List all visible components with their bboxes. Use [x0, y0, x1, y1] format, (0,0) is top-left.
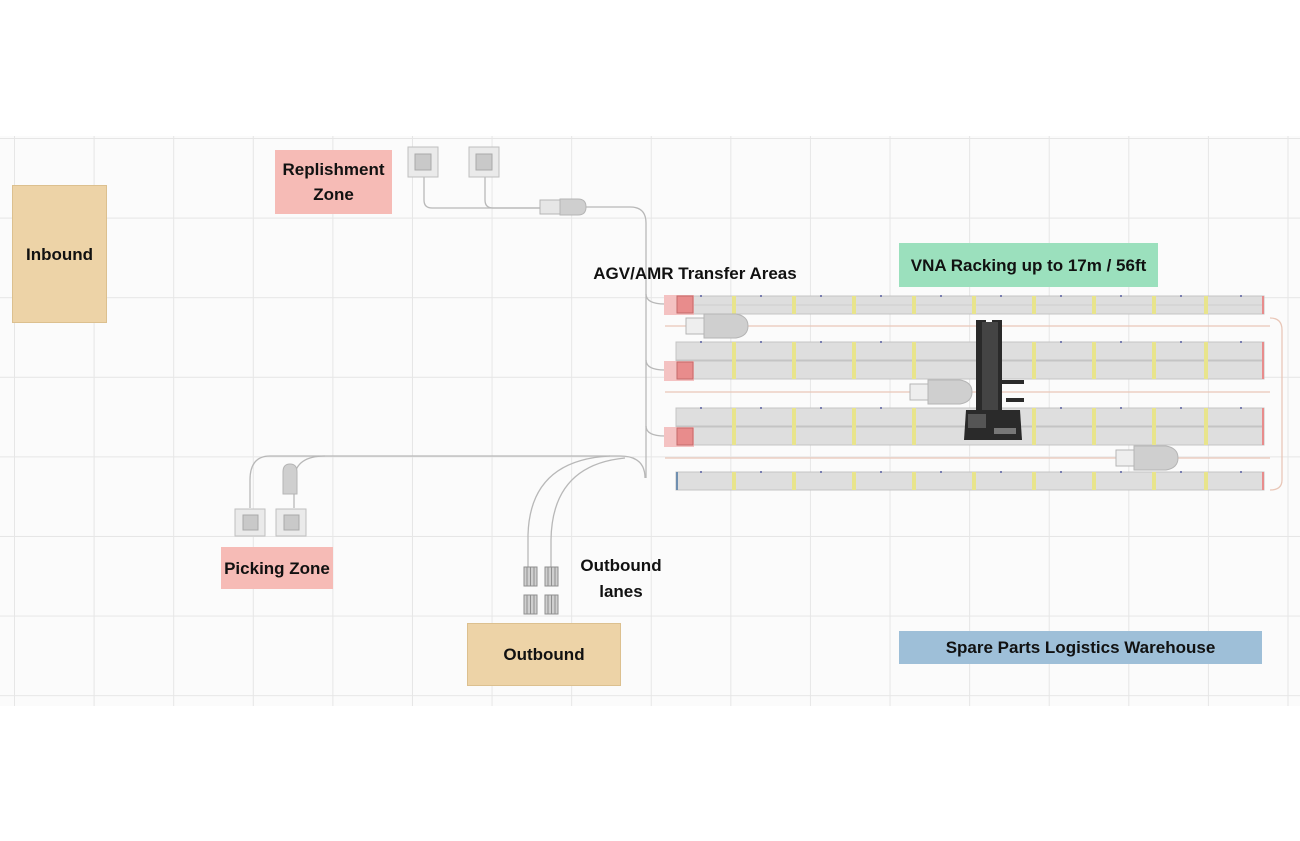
transfer-stations [664, 295, 694, 447]
pallet-icon [523, 566, 538, 587]
outbound-lanes-label-line1: Outbound [580, 556, 662, 575]
outbound-lanes-label-line2: lanes [599, 582, 643, 601]
outbound-zone: Outbound [467, 623, 621, 686]
branch-rack-2 [645, 359, 666, 371]
picking-station [275, 508, 307, 537]
branch-rack-1 [645, 293, 666, 305]
inbound-zone-label: Inbound [25, 244, 94, 264]
replenishment-zone-label-line2: Zone [313, 185, 354, 204]
replenishment-path-1 [423, 175, 540, 209]
agv-icon [685, 313, 749, 339]
vna-racking-label: VNA Racking up to 17m / 56ft [910, 255, 1147, 275]
agv-vehicles [282, 198, 1179, 495]
pickup-station [468, 146, 500, 178]
agv-icon [282, 463, 298, 495]
vna-racks [675, 295, 1265, 491]
outbound-lane-path-1 [527, 455, 611, 568]
picking-station [234, 508, 266, 537]
transfer-station [664, 361, 694, 381]
pickup-station [407, 146, 439, 178]
branch-rack-3 [645, 425, 666, 437]
transfer-station [664, 427, 694, 447]
rack-row [675, 295, 1265, 315]
replenishment-zone: Replishment Zone [275, 150, 392, 214]
vna-racking-zone: VNA Racking up to 17m / 56ft [899, 243, 1158, 287]
rack-end-connector [1269, 317, 1283, 491]
picking-stations [234, 508, 307, 537]
replenishment-stations [407, 146, 500, 178]
pallet-icon [544, 594, 559, 615]
agv-icon [1115, 445, 1179, 471]
rack-row [675, 341, 1265, 380]
rack-beam-markers [700, 295, 1242, 473]
rack-row [675, 471, 1265, 491]
replenishment-to-racking-path [585, 206, 647, 478]
picking-path-2 [293, 455, 326, 508]
replenishment-path-2 [484, 175, 540, 209]
pallet-icon [544, 566, 559, 587]
agv-icon [909, 379, 973, 405]
picking-zone-label: Picking Zone [224, 558, 330, 578]
transfer-areas-label: AGV/AMR Transfer Areas [593, 264, 797, 283]
agv-icon [539, 198, 587, 216]
picking-zone: Picking Zone [221, 547, 333, 589]
outbound-zone-label: Outbound [503, 645, 585, 664]
pallet-icon [523, 594, 538, 615]
picking-return-path [249, 455, 646, 508]
vna-forklift-icon [964, 320, 1024, 440]
outbound-lane-pallets [523, 566, 559, 615]
outbound-lane-path-2 [550, 457, 626, 568]
replenishment-zone-label-line1: Replishment [282, 160, 385, 179]
transfer-station [664, 295, 694, 315]
warehouse-title-box: Spare Parts Logistics Warehouse [899, 631, 1262, 664]
outbound-lanes-label: Outbound lanes [570, 553, 672, 605]
inbound-zone: Inbound [12, 185, 107, 323]
warehouse-title: Spare Parts Logistics Warehouse [945, 638, 1216, 657]
